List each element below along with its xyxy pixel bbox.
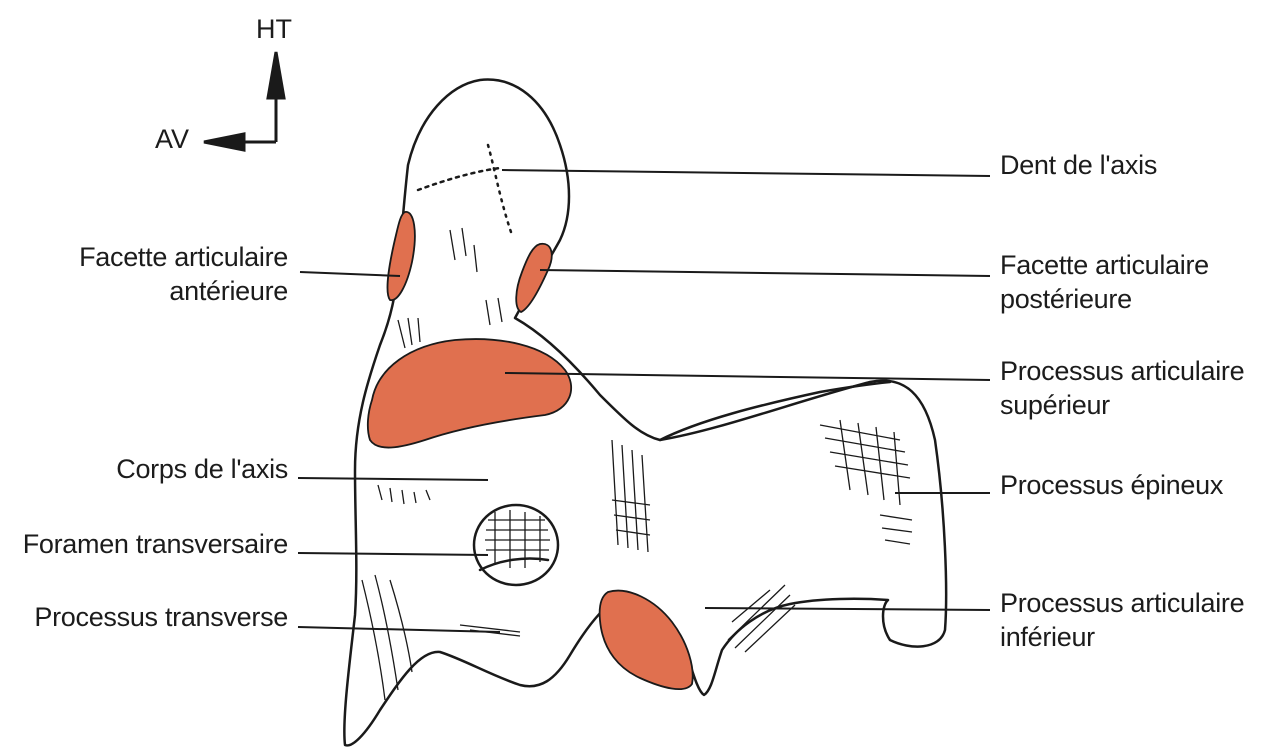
label-proc-sup-line2: supérieur bbox=[1000, 388, 1244, 422]
foramen-outline bbox=[474, 505, 558, 585]
leader-dent bbox=[502, 170, 990, 176]
label-facette-posterieure: Facette articulaire postérieure bbox=[1000, 248, 1209, 316]
label-processus-epineux: Processus épineux bbox=[1000, 468, 1223, 502]
orientation-up-label: HT bbox=[256, 14, 292, 45]
label-proc-epineux-text: Processus épineux bbox=[1000, 468, 1223, 502]
label-proc-sup-line1: Processus articulaire bbox=[1000, 354, 1244, 388]
label-processus-inferieur: Processus articulaire inférieur bbox=[1000, 586, 1244, 654]
label-facette-post-line1: Facette articulaire bbox=[1000, 248, 1209, 282]
label-dent-text: Dent de l'axis bbox=[1000, 148, 1157, 182]
label-dent: Dent de l'axis bbox=[1000, 148, 1157, 182]
label-proc-transverse-text: Processus transverse bbox=[34, 600, 288, 634]
label-corps-text: Corps de l'axis bbox=[116, 452, 288, 486]
orientation-left-label: AV bbox=[155, 124, 189, 155]
label-facette-anterieure: Facette articulaire antérieure bbox=[79, 240, 288, 308]
label-processus-superieur: Processus articulaire supérieur bbox=[1000, 354, 1244, 422]
label-foramen-text: Foramen transversaire bbox=[23, 527, 288, 561]
label-facette-post-line2: postérieure bbox=[1000, 282, 1209, 316]
leader-facette-ant bbox=[300, 272, 400, 276]
orientation-arrows bbox=[204, 52, 284, 150]
label-processus-transverse: Processus transverse bbox=[34, 600, 288, 634]
label-proc-inf-line1: Processus articulaire bbox=[1000, 586, 1244, 620]
leader-facette-post bbox=[540, 270, 990, 276]
label-foramen: Foramen transversaire bbox=[23, 527, 288, 561]
label-facette-ant-line2: antérieure bbox=[79, 274, 288, 308]
label-proc-inf-line2: inférieur bbox=[1000, 620, 1244, 654]
left-arrow-head bbox=[204, 134, 244, 150]
label-corps: Corps de l'axis bbox=[116, 452, 288, 486]
up-arrow-head bbox=[268, 52, 284, 98]
label-facette-ant-line1: Facette articulaire bbox=[79, 240, 288, 274]
